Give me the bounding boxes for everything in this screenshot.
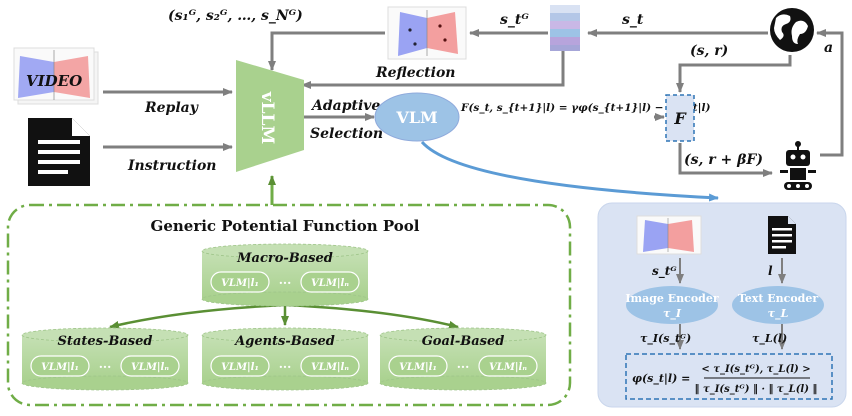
macro-cylinder: Macro-Based VLM|l₁ ··· VLM|lₙ xyxy=(201,243,369,307)
goal-cylinder: Goal-Based VLM|l₁ ··· VLM|lₙ xyxy=(379,327,547,391)
instruction-document-icon xyxy=(28,118,90,186)
vlm-to-panel-arrow xyxy=(420,141,719,202)
action-label: a xyxy=(824,40,833,56)
encoder-panel: s_tᴳ l Image Encoder τ_I Text Encoder τ_… xyxy=(597,202,847,408)
replay-label: Replay xyxy=(144,100,199,116)
agents-left-chip: VLM|l₁ xyxy=(221,362,259,373)
states-right-chip: VLM|lₙ xyxy=(131,362,169,373)
goal-dots: ··· xyxy=(457,360,470,374)
state-label: s_t xyxy=(622,12,644,28)
states-title: States-Based xyxy=(58,334,153,349)
pool-title: Generic Potential Function Pool xyxy=(151,217,420,235)
image-encoder-symbol: τ_I xyxy=(663,307,682,321)
pool-frame xyxy=(6,203,572,407)
selection-label: Selection xyxy=(310,126,383,142)
state-stack-icon xyxy=(550,5,580,51)
text-encoder-symbol: τ_L xyxy=(768,307,789,321)
phi-denominator: ‖ τ_I(s_tᴳ) ‖ · ‖ τ_L(l) ‖ xyxy=(695,384,818,395)
panel-image-input-label: s_tᴳ xyxy=(652,264,677,279)
agents-title: Agents-Based xyxy=(233,334,335,349)
macro-dots: ··· xyxy=(279,276,292,290)
f-node: F xyxy=(665,94,695,142)
phi-lhs: φ(s_t|l) = xyxy=(632,372,690,386)
image-embedding-label: τ_I(s_tᴳ) xyxy=(640,332,691,346)
macro-right-chip: VLM|lₙ xyxy=(311,278,349,289)
subgoal-sequence-label: (s₁ᴳ, s₂ᴳ, …, s_Nᴳ) xyxy=(168,8,303,24)
shaped-reward-label: (s, r + βF) xyxy=(684,152,763,168)
text-embedding-label: τ_L(l) xyxy=(752,332,787,346)
pool-tree-arrows xyxy=(109,303,459,329)
goal-title: Goal-Based xyxy=(422,334,505,349)
subgoal-field-image xyxy=(387,6,467,60)
macro-title: Macro-Based xyxy=(236,251,333,266)
phi-numerator: < τ_I(s_tᴳ), τ_L(l) > xyxy=(701,364,810,375)
vlm-node: VLM xyxy=(374,92,460,142)
vllm-block: vLLM xyxy=(236,60,304,172)
goal-right-chip: VLM|lₙ xyxy=(489,362,527,373)
vlm-label: VLM xyxy=(395,108,437,127)
agents-cylinder: Agents-Based VLM|l₁ ··· VLM|lₙ xyxy=(201,327,369,391)
top-flow-arrows xyxy=(103,29,844,177)
potential-formula: F(s_t, s_{t+1}|l) = γφ(s_{t+1}|l) − φ(s_… xyxy=(460,102,710,115)
video-label: VIDEO xyxy=(26,72,82,90)
macro-left-chip: VLM|l₁ xyxy=(221,278,259,289)
agents-right-chip: VLM|lₙ xyxy=(311,362,349,373)
states-cylinder: States-Based VLM|l₁ ··· VLM|lₙ xyxy=(21,327,189,391)
states-left-chip: VLM|l₁ xyxy=(41,362,79,373)
subgoal-state-label: s_tᴳ xyxy=(500,12,529,28)
agents-dots: ··· xyxy=(279,360,292,374)
goal-left-chip: VLM|l₁ xyxy=(399,362,437,373)
states-dots: ··· xyxy=(99,360,112,374)
panel-text-input-label: l xyxy=(768,264,773,278)
image-encoder-label: Image Encoder xyxy=(625,292,719,305)
agent-robot-icon xyxy=(780,141,816,190)
text-encoder-label: Text Encoder xyxy=(738,292,818,305)
video-frames-image xyxy=(13,47,99,105)
similarity-box xyxy=(625,353,833,400)
environment-globe-icon xyxy=(770,8,814,52)
panel-document-icon xyxy=(768,216,796,254)
adaptive-label: Adaptive xyxy=(310,98,380,114)
f-label: F xyxy=(673,109,687,128)
instruction-label: Instruction xyxy=(127,158,216,174)
reflection-label: Reflection xyxy=(375,65,455,81)
panel-field-image xyxy=(636,215,702,255)
vllm-label: vLLM xyxy=(257,91,277,145)
env-feedback-label: (s, r) xyxy=(690,43,728,59)
